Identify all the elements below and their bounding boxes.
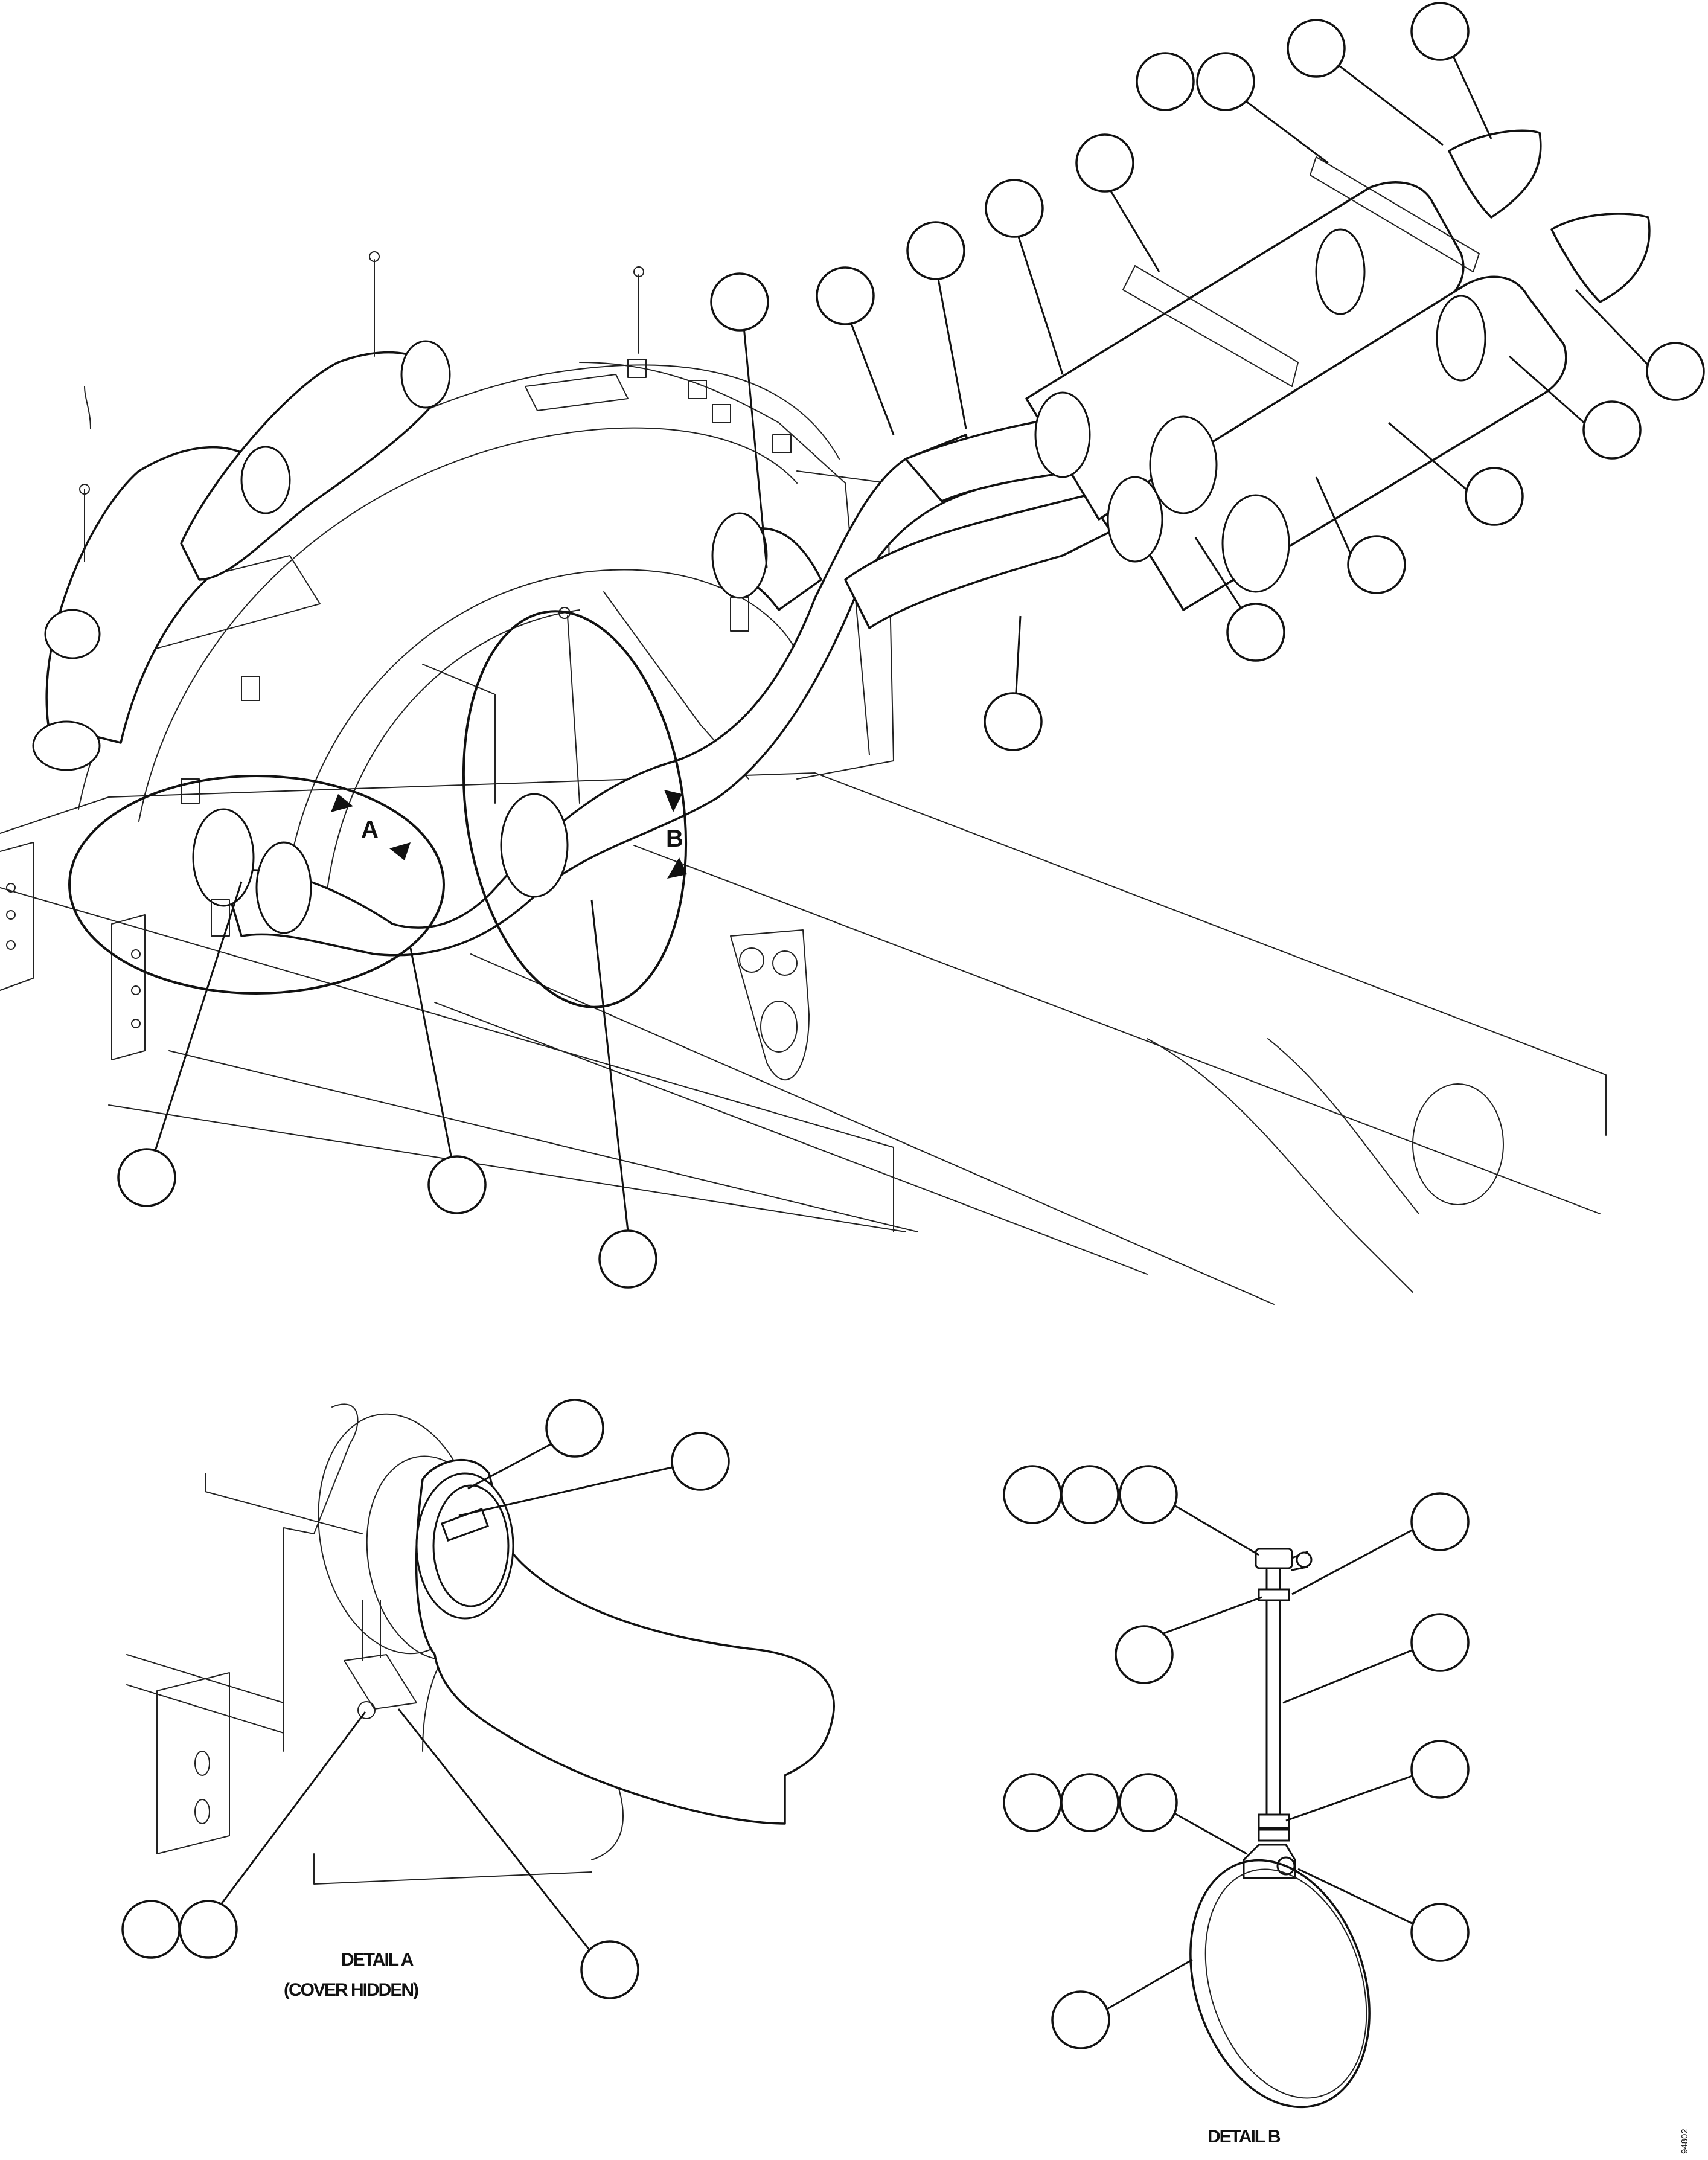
callout-bubble: [1582, 400, 1642, 460]
callout-bubble: [580, 1940, 639, 1999]
callout-bubble: [427, 1155, 487, 1214]
callout-bubble: [984, 692, 1043, 751]
detail-b-view: DETAIL B: [1003, 1465, 1470, 2147]
callout-bubble: [1075, 133, 1134, 193]
callout-bubble: [1410, 2, 1470, 61]
detail-a-arrow-2: [389, 842, 411, 860]
detail-b-arrow-2: [667, 857, 687, 879]
lower-pipe-clamps: [192, 512, 768, 937]
crossover-ducts: [32, 251, 644, 771]
detail-a-view: DETAIL A (COVER HIDDEN): [121, 1399, 835, 2000]
detail-b-caption: DETAIL B: [1207, 2127, 1281, 2147]
main-item-bubbles: [117, 2, 1705, 1289]
callout-bubble: [1196, 52, 1255, 111]
callout-bubble: [179, 1900, 238, 1959]
callout-bubble: [1115, 1625, 1174, 1684]
callout-bubble: [1136, 52, 1195, 111]
callout-bubble: [710, 272, 769, 332]
callout-bubble: [985, 179, 1044, 238]
callout-bubble: [1060, 1465, 1119, 1524]
detail-a-caption: DETAIL A: [341, 1950, 414, 1970]
callout-bubble: [1347, 535, 1406, 594]
callout-bubble: [121, 1900, 181, 1959]
callout-bubble: [117, 1148, 176, 1207]
figure-id: 94802: [1680, 2129, 1690, 2154]
callout-bubble: [1287, 19, 1346, 78]
callout-bubble: [1410, 1613, 1470, 1672]
callout-bubble: [671, 1432, 730, 1491]
callout-bubble: [1226, 603, 1285, 662]
detail-a-circle: [68, 775, 445, 995]
callout-bubble: [1051, 1990, 1110, 2049]
detail-a-arrow-1: [331, 794, 353, 812]
callout-bubble: [1119, 1465, 1178, 1524]
callout-bubble: [1060, 1773, 1119, 1832]
callout-bubble: [1410, 1492, 1470, 1551]
callout-bubble: [1646, 342, 1705, 401]
detail-b-arrow-1: [664, 790, 682, 812]
callout-bubble: [1119, 1773, 1178, 1832]
callout-bubble: [906, 221, 965, 280]
detail-a-marker: A: [361, 816, 379, 843]
callout-bubble: [1410, 1740, 1470, 1799]
callout-bubble: [1410, 1903, 1470, 1962]
callout-bubble: [1465, 467, 1524, 526]
callout-bubble: [545, 1399, 604, 1458]
callout-bubble: [1003, 1773, 1062, 1832]
callout-bubble: [1003, 1465, 1062, 1524]
main-assembly-view: A B: [0, 2, 1705, 1305]
mufflers: [1025, 129, 1651, 611]
detail-a-note: (COVER HIDDEN): [284, 1980, 418, 2000]
callout-bubble: [816, 266, 875, 325]
callout-bubble: [598, 1229, 657, 1289]
detail-b-marker: B: [666, 825, 683, 852]
